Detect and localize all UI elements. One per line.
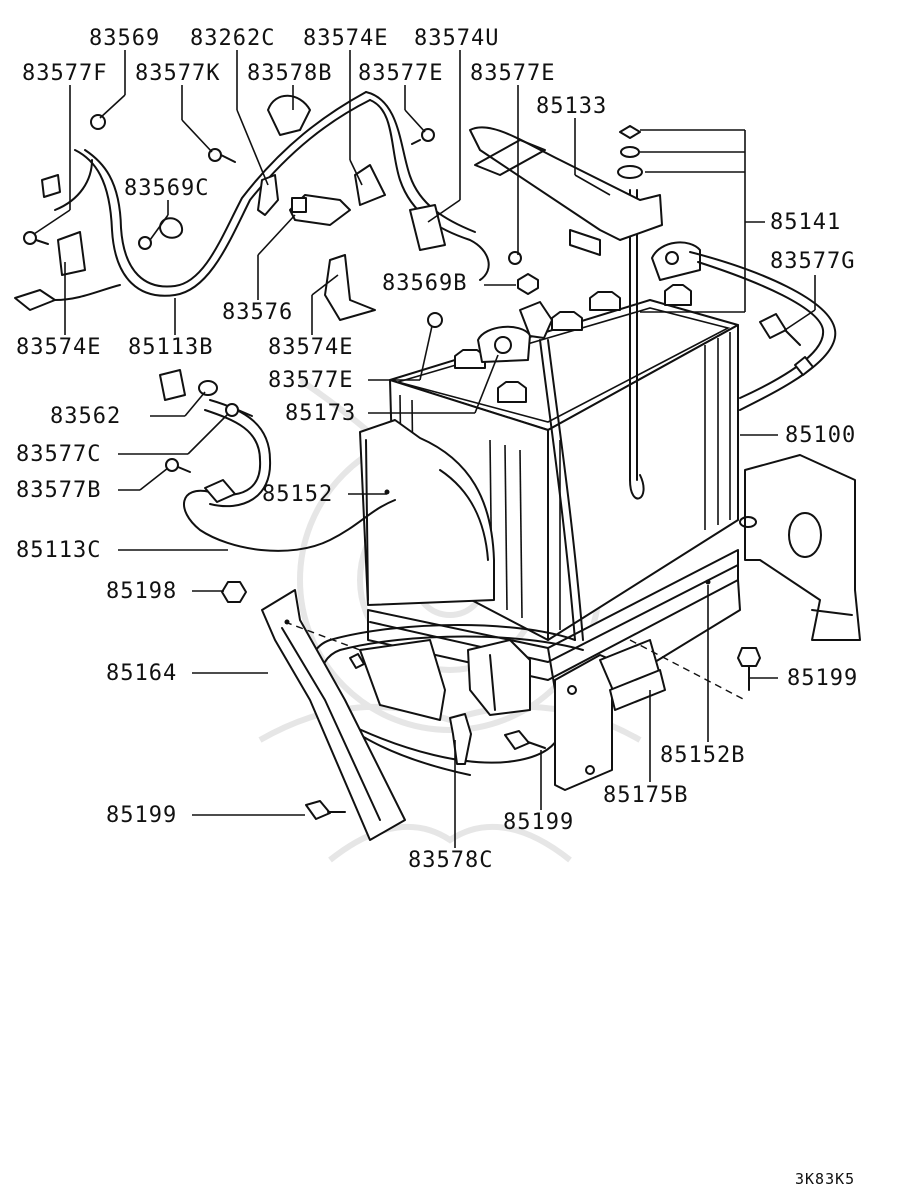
label-83578B[interactable]: 83578B [247,61,333,86]
label-85164[interactable]: 85164 [106,661,178,686]
leader-lines [33,50,816,848]
cable-85113B [14,91,490,311]
label-83569C[interactable]: 83569C [124,176,210,201]
label-83569[interactable]: 83569 [89,26,161,51]
label-85100[interactable]: 85100 [785,423,857,448]
label-85141[interactable]: 85141 [770,210,842,235]
label-85152[interactable]: 85152 [262,482,334,507]
label-83574U[interactable]: 83574U [414,26,500,51]
label-83576[interactable]: 83576 [222,300,294,325]
label-85175B[interactable]: 85175B [603,783,689,808]
label-83569B[interactable]: 83569B [382,271,468,296]
label-83577E-mid[interactable]: 83577E [268,368,354,393]
battery-cover-85152 [359,419,495,606]
negative-cable-85173 [477,301,584,641]
label-83574E-mid[interactable]: 83574E [268,335,354,360]
bracket-85164 [261,589,406,841]
label-85198[interactable]: 85198 [106,579,178,604]
label-83262C[interactable]: 83262C [190,26,276,51]
label-83562[interactable]: 83562 [50,404,122,429]
label-83577E-top1[interactable]: 83577E [358,61,444,86]
label-85199-mid[interactable]: 85199 [503,810,575,835]
label-85152B[interactable]: 85152B [660,743,746,768]
hold-down-rod-85141 [617,125,645,500]
terminal-clamp-83577G [651,241,701,281]
label-85133[interactable]: 85133 [536,94,608,119]
side-bracket [739,454,861,641]
label-85173[interactable]: 85173 [285,401,357,426]
label-85113B[interactable]: 85113B [128,335,214,360]
center-holder-bracket [359,639,531,765]
label-83574E-top[interactable]: 83574E [303,26,389,51]
label-83578C[interactable]: 83578C [408,848,494,873]
label-83574E-left[interactable]: 83574E [16,335,102,360]
label-83577B[interactable]: 83577B [16,478,102,503]
label-83577G[interactable]: 83577G [770,249,856,274]
label-83577E-top2[interactable]: 83577E [470,61,556,86]
label-85199-right[interactable]: 85199 [787,666,859,691]
small-brackets [41,94,446,401]
positive-cable [689,251,837,411]
label-83577F[interactable]: 83577F [22,61,108,86]
label-83577K[interactable]: 83577K [135,61,221,86]
fasteners [23,114,761,820]
label-85199-left[interactable]: 85199 [106,803,178,828]
diagram-code: 3K83K5 [795,1170,856,1188]
front-plate-85175B [554,639,666,791]
label-83577C[interactable]: 83577C [16,442,102,467]
label-85113C[interactable]: 85113C [16,538,102,563]
